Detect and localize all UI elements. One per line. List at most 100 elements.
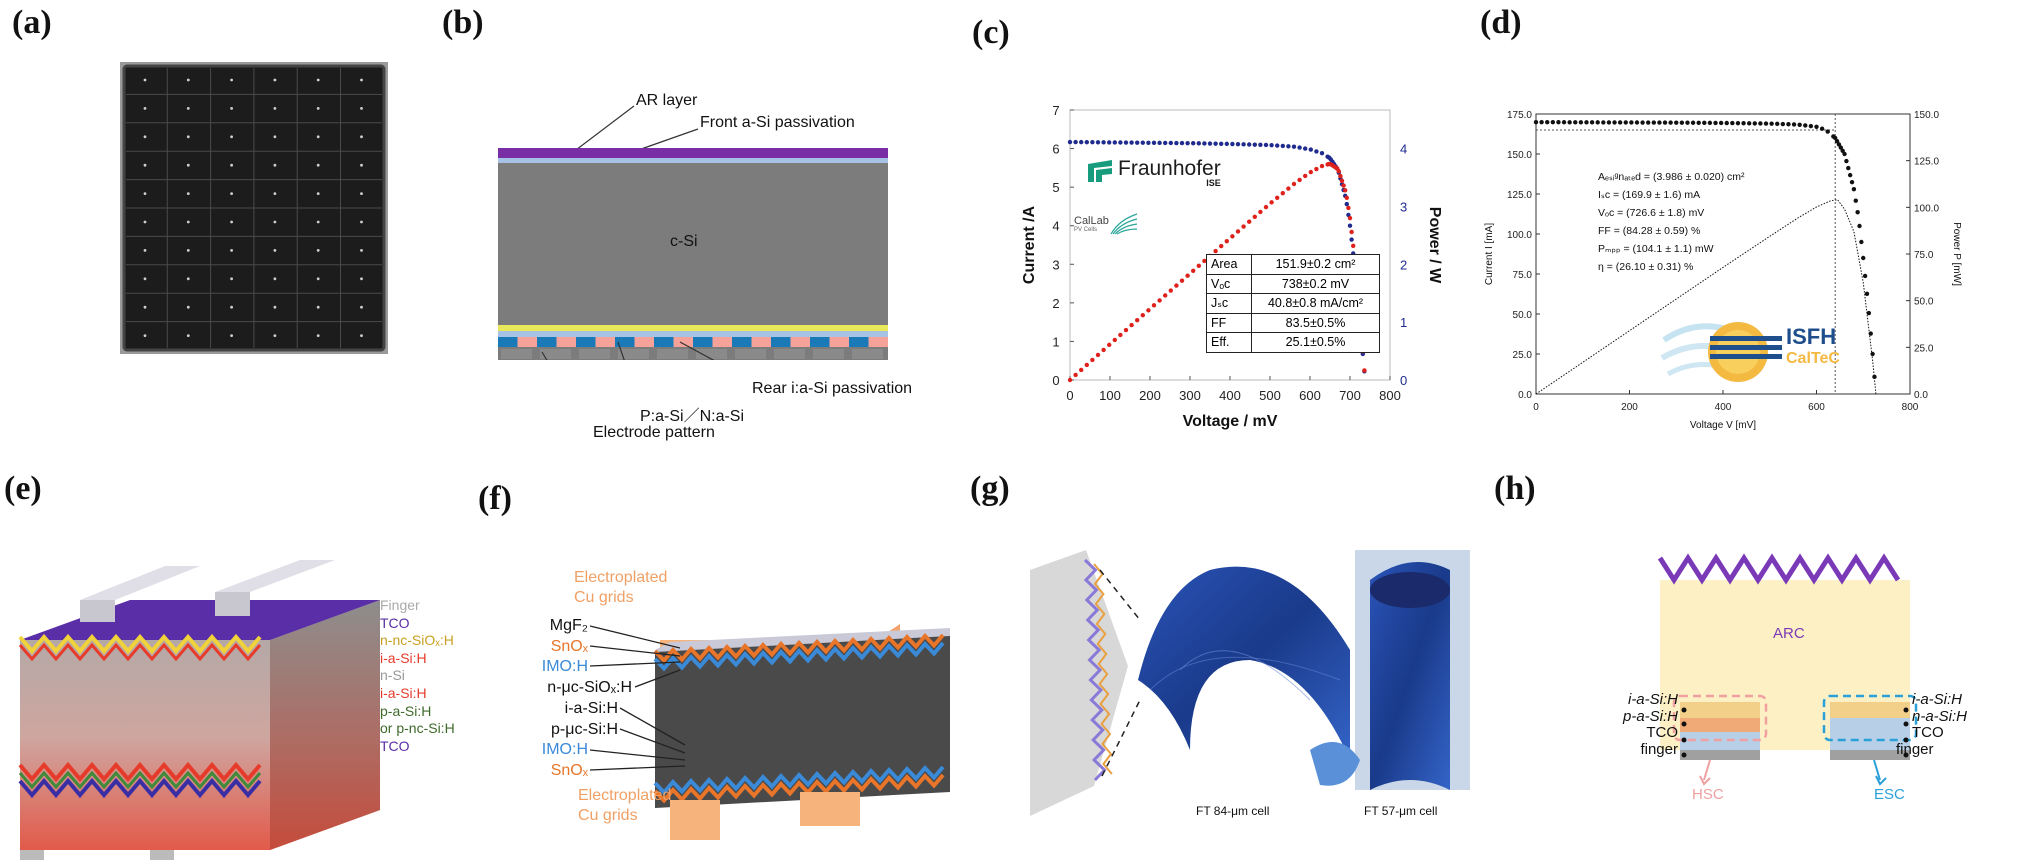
isfh-annotation-line: Vₒᴄ = (726.6 ± 1.8) mV [1598, 207, 1705, 219]
h-right-labels: i-a-Si:H n-a-Si:H TCO finger [1896, 691, 1968, 758]
current-point [1819, 126, 1825, 131]
label-rear-passivation: Rear i:a-Si passivation [752, 380, 913, 397]
current-point [1207, 141, 1213, 146]
current-point [1235, 141, 1241, 147]
params-value: 40.8±0.8 mA/cm² [1267, 296, 1364, 311]
power-point [1346, 205, 1351, 211]
params-key: Area [1207, 255, 1252, 274]
panel-d-letter: (d) [1480, 4, 1522, 41]
current-point [1601, 120, 1606, 125]
h-label-finger-left: finger [1640, 740, 1678, 758]
current-point [1539, 119, 1544, 125]
f-label-snox-top: SnOₓ [550, 637, 588, 655]
current-point [1123, 140, 1129, 145]
params-value: 151.9±0.2 cm² [1275, 257, 1356, 271]
current-point [1073, 139, 1078, 145]
y-tick-label: 1 [1052, 334, 1059, 349]
current-point [1213, 141, 1218, 146]
current-point [1219, 141, 1224, 146]
power-point [1123, 327, 1129, 333]
f-label-mgf2: MgF₂ [549, 617, 588, 634]
power-point [1090, 357, 1095, 363]
y-axis-label: Current /A [1021, 205, 1038, 284]
current-point [1129, 140, 1134, 145]
current-point [1146, 140, 1151, 145]
x-tick-label: 300 [1179, 388, 1201, 403]
current-point [1247, 142, 1252, 147]
current-point [1780, 121, 1786, 127]
x-axis-label: Voltage V [mV] [1690, 420, 1756, 430]
current-point [1857, 223, 1862, 229]
power-point [1308, 169, 1313, 175]
h-label-n-a-si: n-a-Si:H [1912, 707, 1968, 725]
current-point [1556, 120, 1561, 125]
current-point [1651, 120, 1657, 125]
power-point [1343, 188, 1348, 193]
power-point [1297, 177, 1302, 183]
y2-tick-label: 3 [1400, 200, 1407, 215]
current-point [1840, 148, 1845, 153]
current-point [1140, 140, 1145, 145]
current-point [1286, 144, 1291, 149]
shj-cell-3d-illustration [18, 560, 380, 860]
current-point [1752, 121, 1757, 126]
h-label-tco-left: TCO [1646, 724, 1678, 741]
panel-c-letter: (c) [972, 14, 1010, 51]
panel-b-letter: (b) [442, 4, 484, 41]
shj-layer-label: Finger [380, 597, 420, 613]
x-tick-label: 200 [1139, 388, 1161, 403]
y-tick-label: 175.0 [1507, 110, 1532, 121]
current-point [1263, 142, 1269, 148]
power-point [1073, 372, 1078, 378]
power-point [1084, 362, 1089, 368]
current-point [1561, 120, 1567, 125]
callab-logo: CalLab PV Cells [1074, 212, 1139, 236]
f-top-grid-label: Electroplated Cu grids [574, 568, 667, 608]
current-point [1707, 120, 1713, 126]
current-point [1634, 120, 1640, 125]
y2-axis-label: Power / W [1426, 207, 1443, 284]
current-point [1861, 255, 1866, 261]
power-point [1079, 367, 1084, 373]
current-point [1718, 120, 1724, 126]
current-point [1838, 145, 1844, 150]
current-point [1803, 123, 1808, 128]
heterojunction-cell-cross-section: AR layer Front a-Si passivation c-Si [498, 92, 888, 360]
power-point [1157, 298, 1162, 303]
fraunhofer-name: Fraunhofer [1118, 157, 1221, 180]
y2-tick-label: 4 [1400, 142, 1407, 157]
current-point [1870, 351, 1875, 357]
current-point [1258, 142, 1263, 148]
current-point [1101, 140, 1106, 145]
callab-name: CalLab [1074, 214, 1109, 227]
current-point [1696, 120, 1701, 125]
label-ar-layer: AR layer [636, 92, 698, 109]
power-point [1118, 332, 1123, 338]
current-point [1836, 142, 1842, 147]
current-point [1730, 120, 1735, 126]
power-point [1112, 337, 1117, 343]
current-point [1084, 139, 1089, 145]
flexible-cells-illustration [1030, 550, 1470, 816]
power-point [1219, 243, 1224, 249]
current-point [1347, 223, 1353, 228]
x-tick-label: 700 [1339, 388, 1361, 403]
f-label-snox-bottom: SnOₓ [550, 761, 588, 779]
y2-tick-label: 0.0 [1914, 390, 1928, 401]
power-point [1351, 243, 1356, 249]
params-value: 25.1±0.5% [1285, 335, 1346, 350]
current-point [1872, 374, 1877, 380]
f-label-imo-bottom: IMO:H [541, 741, 588, 759]
current-point [1640, 120, 1645, 125]
current-point [1185, 140, 1190, 146]
power-point [1241, 224, 1246, 229]
shj-layer-label: n-Si [380, 667, 405, 684]
current-point [1662, 120, 1668, 125]
power-point [1347, 215, 1353, 221]
current-point [1090, 140, 1095, 145]
current-point [1868, 331, 1873, 336]
y-tick-label: 3 [1052, 257, 1059, 272]
